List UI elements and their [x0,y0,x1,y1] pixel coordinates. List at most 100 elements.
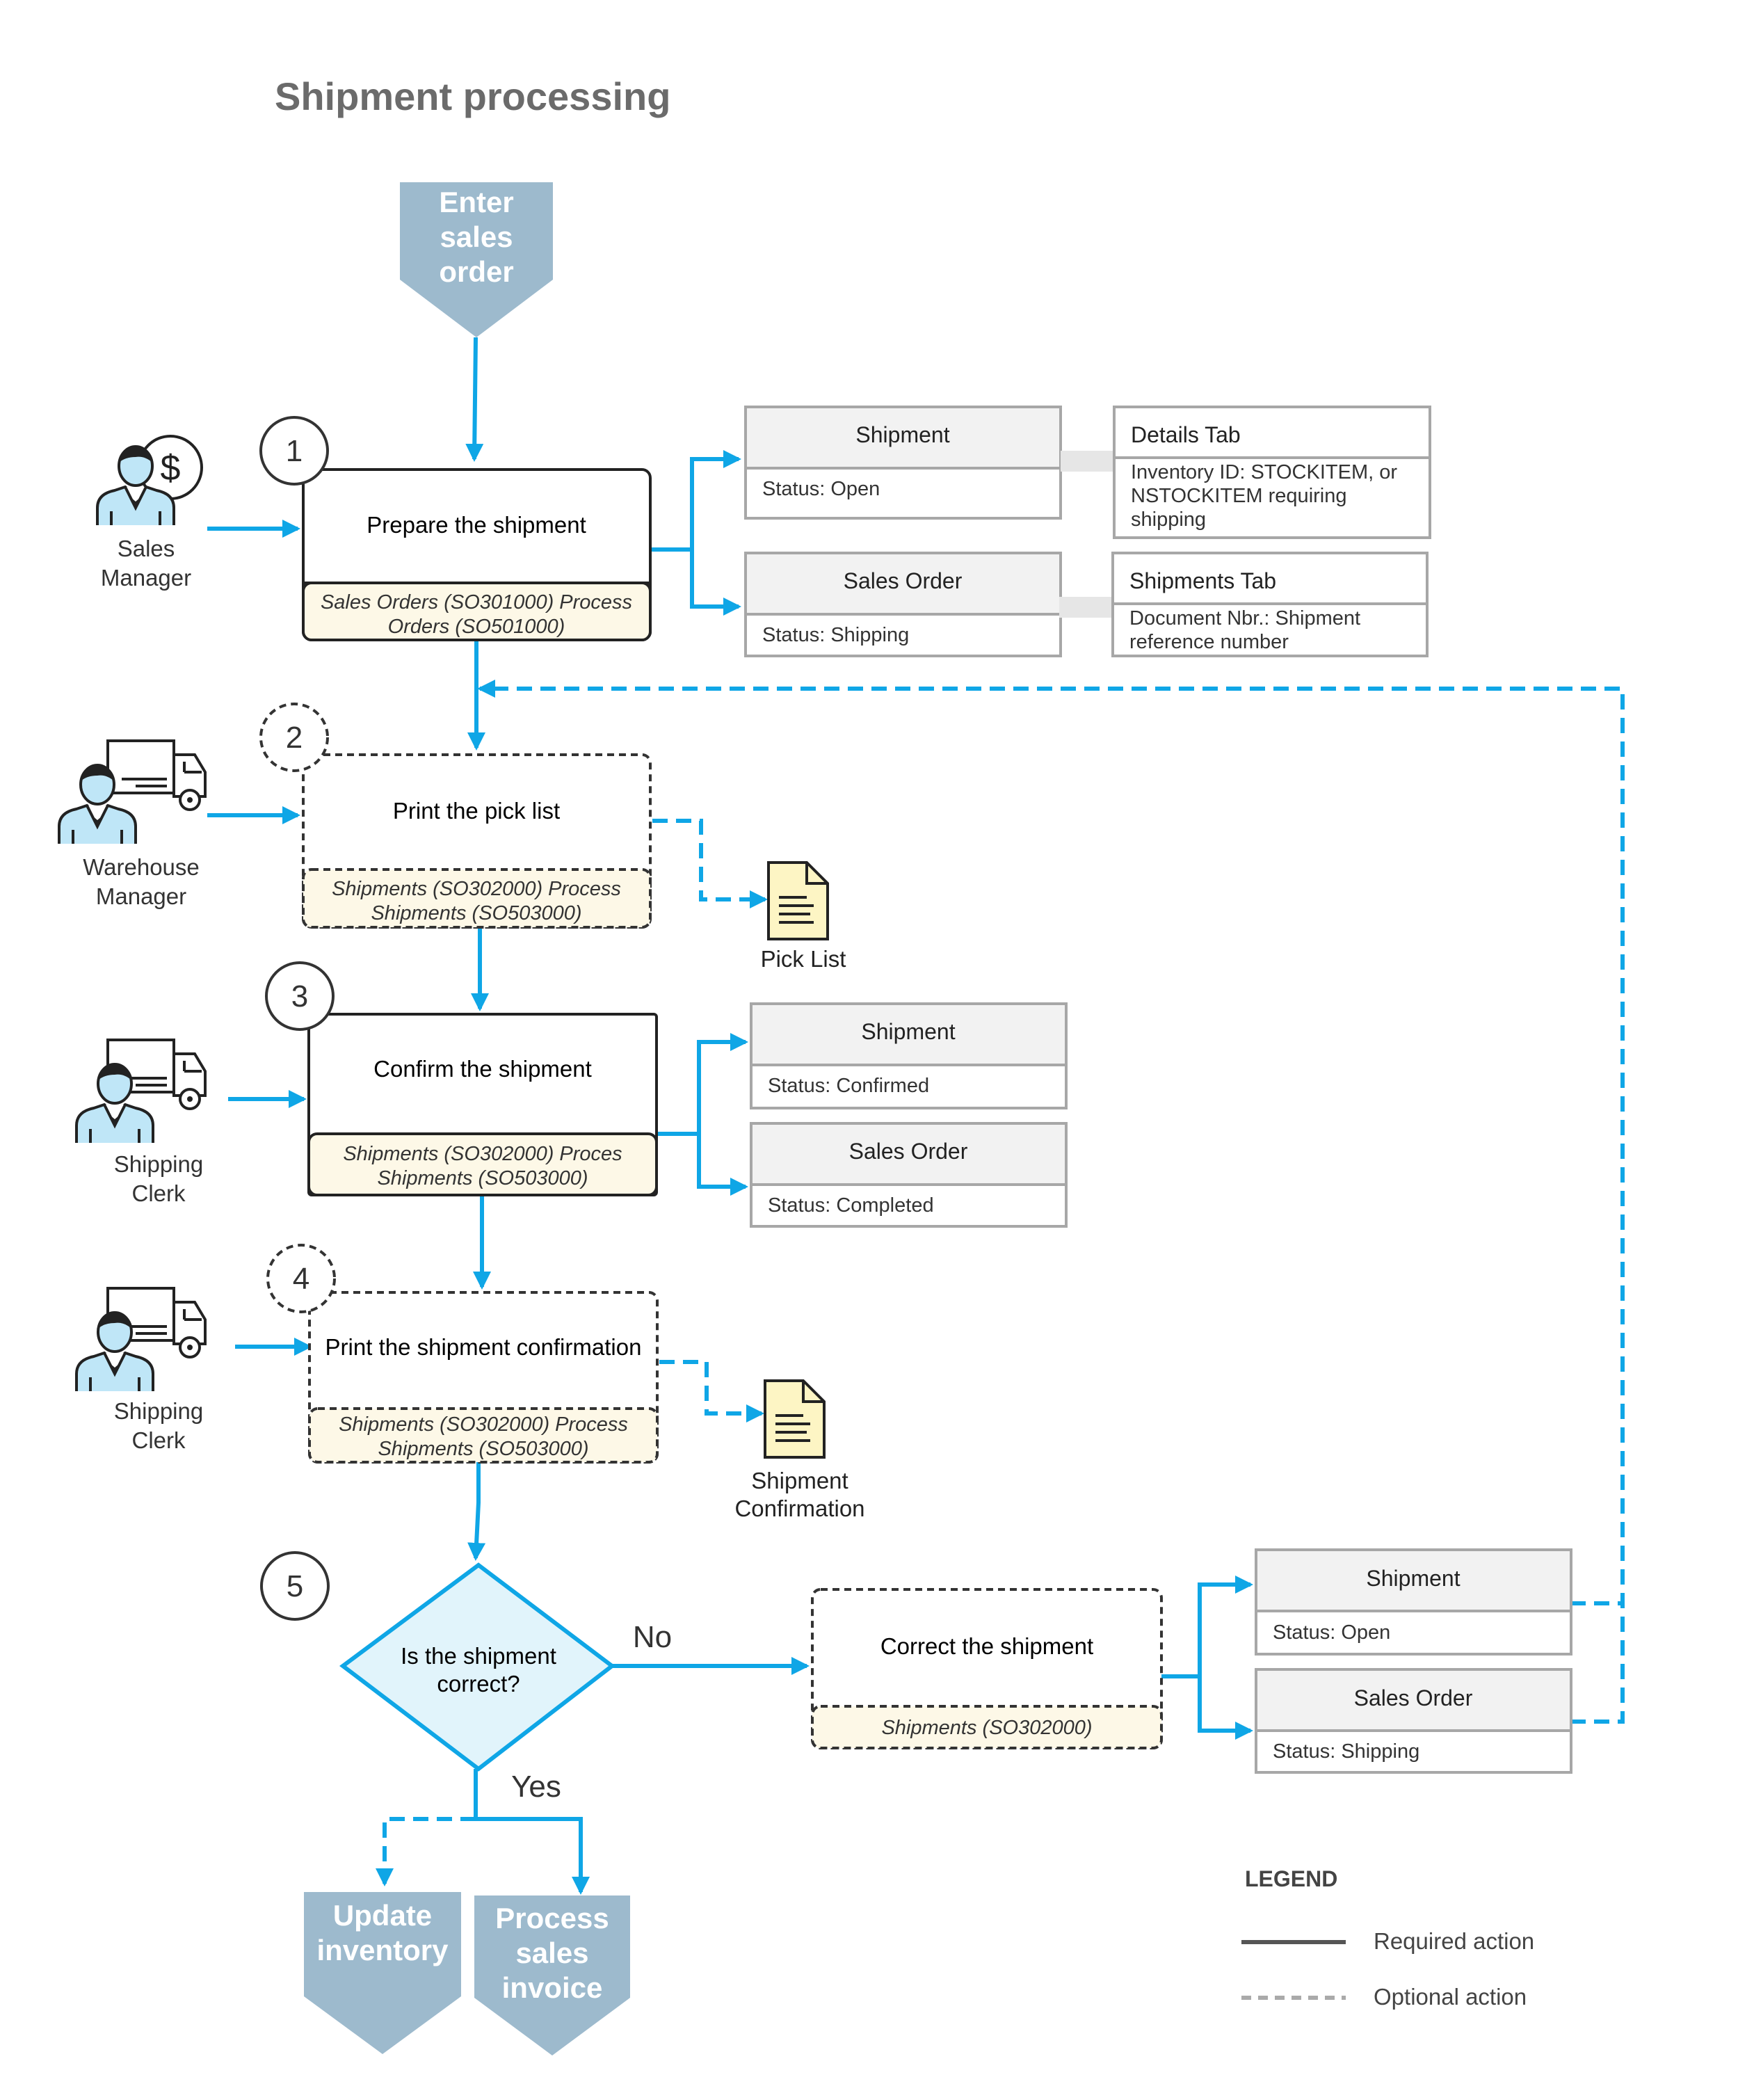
step-1-number: 1 [286,434,303,468]
step-5-decision: Is the shipment correct? 5 [260,1551,615,1772]
entity-status: Status: Open [762,478,880,500]
doc-label: Confirmation [734,1496,864,1521]
correct-shipment-note: Shipments (SO302000) [881,1717,1092,1739]
step-2-label: Print the pick list [393,798,560,824]
arrow-step2-to-picklist [652,819,768,908]
arrow-step4-to-decision [467,1462,486,1561]
warehouse-manager-icon [58,739,207,845]
step-1-label: Prepare the shipment [367,512,586,538]
entity-status: Status: Shipping [762,624,909,646]
optional-arrows [376,680,1625,1886]
start-label-line: sales [440,221,513,253]
step-4-label: Print the shipment confirmation [325,1334,642,1360]
arrow-correct-to-salesorder [1198,1676,1253,1740]
role-label: Shipping [114,1398,203,1424]
doc-pick-list: Pick List [761,861,846,972]
arrow-decision-yes [474,1769,590,1895]
entity-status: Status: Shipping [1273,1740,1419,1763]
arrow-correction-loop-salesorder [1570,1600,1625,1724]
entity-step1-shipment: Shipment Status: Open [744,406,1062,520]
entity-body-line: NSTOCKITEM requiring [1131,485,1347,507]
arrow-step1-to-shipment [650,450,741,552]
step-1-note: Orders (SO501000) [388,616,565,638]
entity-header: Shipment [1366,1566,1460,1591]
role-sales-manager: $ Sales Manager [96,435,203,591]
doc-label: Pick List [761,946,846,972]
legend-title: LEGEND [1245,1866,1337,1891]
end-update-inventory: Update inventory [304,1892,461,2054]
entity-header: Sales Order [1354,1685,1473,1710]
entity-correct-shipment: Shipment Status: Open [1255,1548,1572,1656]
step-4: Print the shipment confirmation Shipment… [266,1244,659,1464]
step-5-number: 5 [287,1569,303,1603]
end-label-line: sales [515,1937,588,1969]
entity-correct-salesorder: Sales Order Status: Shipping [1255,1668,1572,1774]
role-label: Manager [101,565,191,591]
step-3: Confirm the shipment Shipments (SO302000… [265,961,658,1196]
entity-connector [1061,451,1115,472]
sales-manager-icon: $ [96,435,203,527]
arrow-start-to-step1 [465,337,484,462]
entity-status: Status: Open [1273,1621,1390,1644]
entity-header: Details Tab [1131,422,1241,447]
entity-header: Sales Order [849,1139,968,1164]
arrow-correction-loop [477,680,1625,1605]
correct-shipment-label: Correct the shipment [880,1633,1093,1659]
step-1-note: Sales Orders (SO301000) Process [321,591,632,614]
role-label: Warehouse [83,854,200,880]
step-4-number: 4 [293,1262,309,1296]
start-label-line: order [439,255,513,288]
role-label: Clerk [131,1180,186,1206]
step-2: Print the pick list Shipments (SO302000)… [259,703,652,929]
arrow-decision-yes-optional [376,1817,476,1886]
step-2-note: Shipments (SO503000) [371,902,581,924]
role-label: Shipping [114,1151,203,1177]
role-label: Clerk [131,1427,186,1453]
step-3-number: 3 [291,979,308,1013]
shipping-clerk-icon [75,1287,207,1393]
page-title: Shipment processing [275,74,670,118]
step-3-note: Shipments (SO302000) Proces [343,1143,622,1165]
entity-header: Shipment [861,1019,955,1044]
arrow-step3-to-shipment [657,1033,748,1136]
branch-yes-label: Yes [511,1770,561,1804]
entity-body-line: Document Nbr.: Shipment [1129,607,1360,630]
role-shipping-clerk-1: Shipping Clerk [75,1039,207,1206]
role-shipping-clerk-2: Shipping Clerk [75,1287,207,1453]
start-enter-sales-order: Enter sales order [400,182,553,337]
entity-status: Status: Completed [768,1194,934,1217]
shipping-clerk-icon [75,1039,207,1144]
step-3-note: Shipments (SO503000) [377,1167,588,1189]
entity-status: Status: Confirmed [768,1075,929,1097]
arrow-step1-to-salesorder [690,550,741,616]
end-label-line: invoice [502,1971,603,2004]
role-label: Manager [96,883,186,909]
entity-step3-salesorder: Sales Order Status: Completed [750,1122,1068,1228]
entity-step3-shipment: Shipment Status: Confirmed [750,1002,1068,1109]
step-4-note: Shipments (SO503000) [378,1438,588,1460]
legend-optional-label: Optional action [1374,1984,1527,2010]
end-process-sales-invoice: Process sales invoice [474,1895,630,2055]
end-label-line: Process [495,1902,609,1934]
required-arrows [207,337,1253,1895]
role-warehouse-manager: Warehouse Manager [58,739,207,909]
end-label-line: inventory [316,1934,449,1966]
arrow-step4-to-confirmation [659,1360,764,1422]
role-label: Sales [118,536,175,561]
correct-shipment: Correct the shipment Shipments (SO302000… [811,1588,1163,1749]
entity-shipments-tab: Shipments Tab Document Nbr.: Shipment re… [1111,552,1429,657]
arrow-step3-to-salesorder [697,1134,748,1196]
entity-header: Sales Order [844,568,963,593]
document-icon [767,861,829,940]
entity-body-line: Inventory ID: STOCKITEM, or [1131,461,1397,483]
branch-no-label: No [633,1620,672,1654]
decision-label: Is the shipment [401,1643,556,1669]
doc-shipment-confirmation: Shipment Confirmation [734,1379,865,1521]
entity-details-tab: Details Tab Inventory ID: STOCKITEM, or … [1113,406,1431,539]
entity-body-line: shipping [1131,508,1206,531]
entity-body-line: reference number [1129,631,1289,653]
step-4-note: Shipments (SO302000) Process [339,1413,628,1436]
step-2-note: Shipments (SO302000) Process [332,878,621,900]
document-icon [764,1379,826,1459]
